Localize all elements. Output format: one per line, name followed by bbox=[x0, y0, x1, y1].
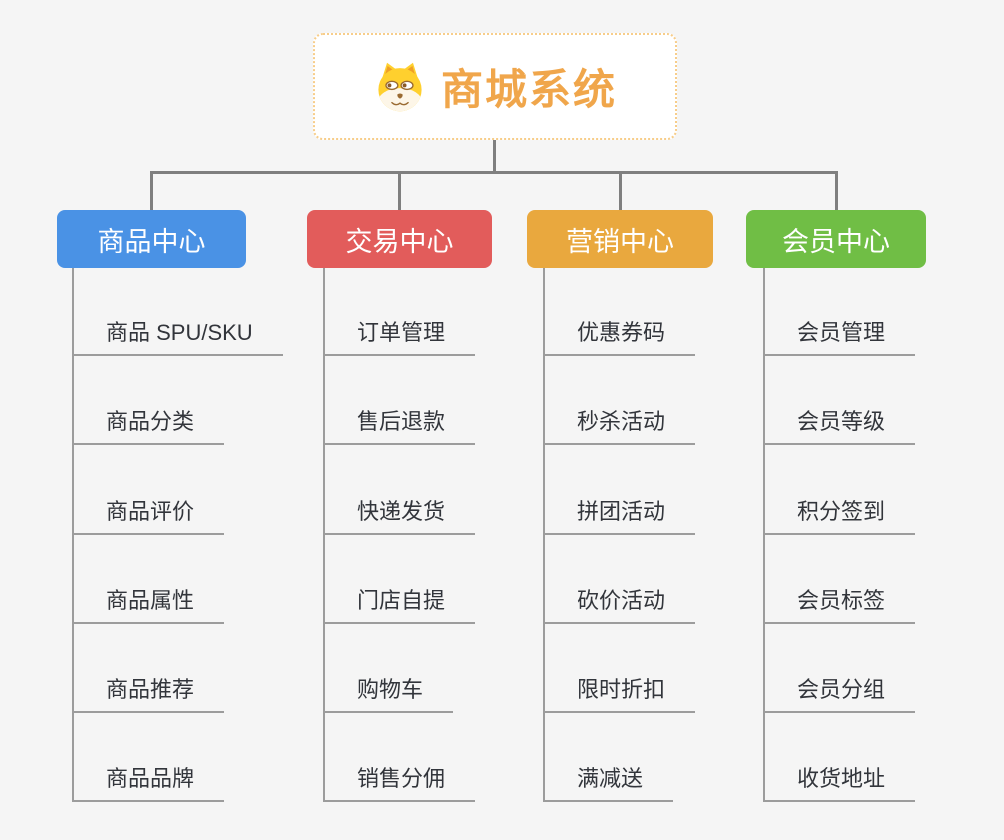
branch-connector-drop-0 bbox=[150, 171, 153, 210]
branch-connector-drop-2 bbox=[619, 171, 622, 210]
leaf-node-trade-2[interactable]: 快递发货 bbox=[323, 497, 476, 535]
leaf-node-trade-4[interactable]: 购物车 bbox=[323, 675, 454, 713]
branch-node-product[interactable]: 商品中心 bbox=[57, 210, 246, 268]
root-title: 商城系统 bbox=[440, 66, 617, 113]
leaf-node-marketing-5[interactable]: 满减送 bbox=[543, 764, 674, 802]
branch-node-marketing[interactable]: 营销中心 bbox=[527, 210, 713, 268]
leaf-node-member-1[interactable]: 会员等级 bbox=[763, 407, 916, 445]
leaf-node-member-4[interactable]: 会员分组 bbox=[763, 675, 916, 713]
leaf-node-product-5[interactable]: 商品品牌 bbox=[72, 764, 225, 802]
tree-connector-horizontal bbox=[150, 171, 838, 174]
leaf-node-product-2[interactable]: 商品评价 bbox=[72, 497, 225, 535]
leaf-node-marketing-4[interactable]: 限时折扣 bbox=[543, 675, 696, 713]
dog-icon bbox=[373, 60, 427, 114]
branch-node-member[interactable]: 会员中心 bbox=[746, 210, 926, 268]
branch-spine-trade bbox=[323, 268, 325, 802]
branch-spine-member bbox=[763, 268, 765, 802]
leaf-node-product-1[interactable]: 商品分类 bbox=[72, 407, 225, 445]
leaf-node-product-4[interactable]: 商品推荐 bbox=[72, 675, 225, 713]
leaf-node-member-0[interactable]: 会员管理 bbox=[763, 318, 916, 356]
branch-spine-marketing bbox=[543, 268, 545, 802]
branch-connector-drop-3 bbox=[835, 171, 838, 210]
leaf-node-member-2[interactable]: 积分签到 bbox=[763, 497, 916, 535]
leaf-node-marketing-2[interactable]: 拼团活动 bbox=[543, 497, 696, 535]
leaf-node-marketing-1[interactable]: 秒杀活动 bbox=[543, 407, 696, 445]
leaf-node-member-3[interactable]: 会员标签 bbox=[763, 586, 916, 624]
leaf-node-product-0[interactable]: 商品 SPU/SKU bbox=[72, 318, 283, 356]
leaf-node-trade-0[interactable]: 订单管理 bbox=[323, 318, 476, 356]
leaf-node-trade-5[interactable]: 销售分佣 bbox=[323, 764, 476, 802]
branch-spine-product bbox=[72, 268, 74, 802]
branch-connector-drop-1 bbox=[398, 171, 401, 210]
leaf-node-trade-3[interactable]: 门店自提 bbox=[323, 586, 476, 624]
branch-node-trade[interactable]: 交易中心 bbox=[307, 210, 492, 268]
leaf-node-member-5[interactable]: 收货地址 bbox=[763, 764, 916, 802]
leaf-node-marketing-3[interactable]: 砍价活动 bbox=[543, 586, 696, 624]
root-connector-stub bbox=[493, 140, 496, 174]
root-node[interactable]: 商城系统 bbox=[313, 33, 677, 140]
leaf-node-marketing-0[interactable]: 优惠券码 bbox=[543, 318, 696, 356]
leaf-node-product-3[interactable]: 商品属性 bbox=[72, 586, 225, 624]
leaf-node-trade-1[interactable]: 售后退款 bbox=[323, 407, 476, 445]
